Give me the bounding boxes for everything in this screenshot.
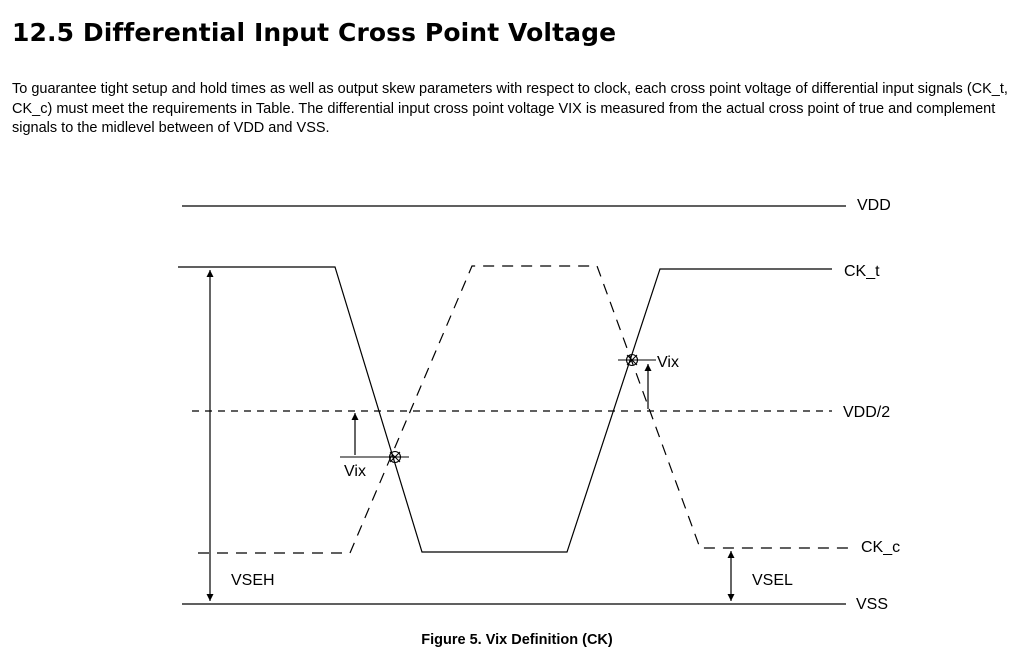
label-vix-left: Vix bbox=[344, 463, 366, 480]
label-ck-t: CK_t bbox=[844, 263, 880, 280]
cross-point-left bbox=[340, 450, 409, 464]
label-vseh: VSEH bbox=[231, 572, 275, 589]
label-vix-right: Vix bbox=[657, 354, 679, 371]
section-title: 12.5 Differential Input Cross Point Volt… bbox=[12, 18, 617, 47]
label-ck-c: CK_c bbox=[861, 539, 900, 556]
figure-caption: Figure 5. Vix Definition (CK) bbox=[421, 632, 613, 648]
label-vdd: VDD bbox=[857, 197, 891, 214]
section-paragraph: To guarantee tight setup and hold times … bbox=[12, 81, 1008, 136]
label-vsel: VSEL bbox=[752, 572, 793, 589]
ck-t-waveform bbox=[178, 266, 832, 553]
ck-c-waveform bbox=[198, 265, 852, 554]
cross-point-right bbox=[618, 353, 656, 367]
label-vss: VSS bbox=[856, 596, 888, 613]
label-vdd-half: VDD/2 bbox=[843, 404, 890, 421]
